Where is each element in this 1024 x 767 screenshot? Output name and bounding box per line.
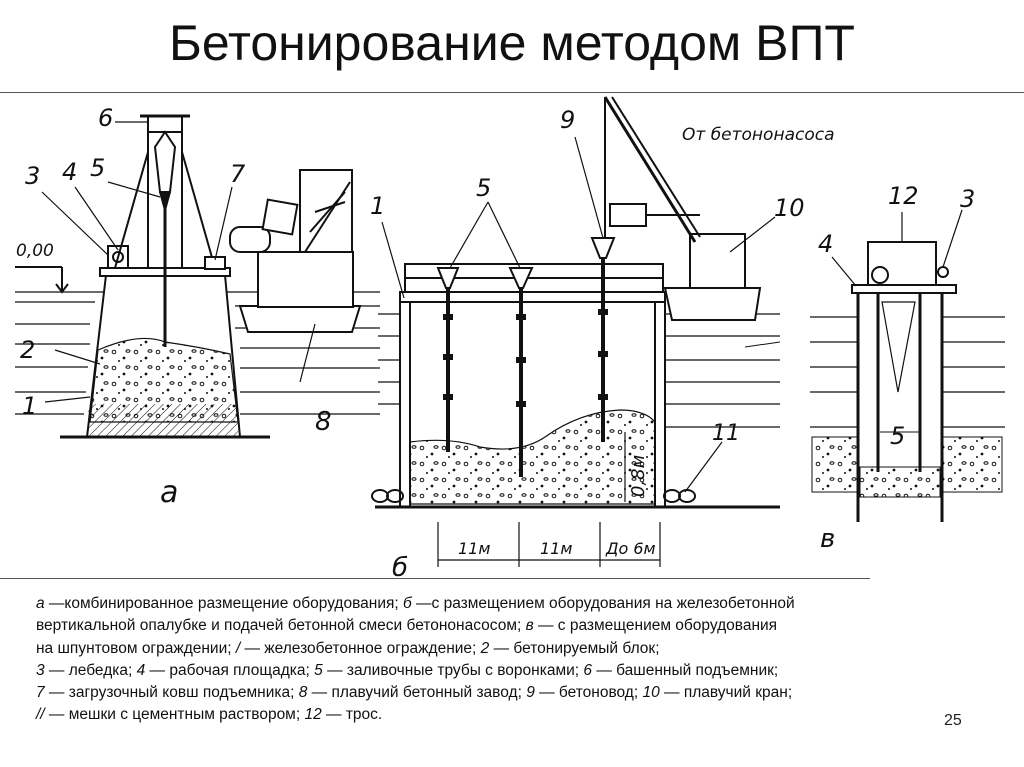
slide-title: Бетонирование методом ВПТ — [169, 15, 855, 71]
concrete-block-b — [409, 409, 656, 505]
letter-v: в — [820, 524, 835, 554]
caption-text: — бетоновод; — [534, 684, 643, 702]
panel-v: 12 3 4 5 в — [810, 182, 1005, 554]
key-2: 2 — [480, 639, 490, 657]
drawing-svg: 0,00 — [15, 96, 1005, 583]
label-1: 1 — [22, 392, 37, 420]
pipes — [436, 237, 616, 477]
figure-divider — [0, 578, 870, 579]
caption-text: — с размещением оборудования — [533, 617, 778, 635]
key-v: в — [525, 617, 534, 635]
panel-b-water — [378, 313, 780, 428]
caption-line-3: на шпунтовом ограждении; / — железобетон… — [36, 638, 1024, 660]
key-9: 9 — [526, 684, 535, 702]
label-6: 6 — [98, 104, 113, 132]
label-v-4: 4 — [818, 230, 833, 258]
concrete-block-a — [89, 337, 239, 423]
caption-text: — трос. — [321, 706, 383, 724]
key-1: / — [235, 639, 241, 657]
caption-text: на шпунтовом ограждении; — [36, 639, 236, 657]
label-b-depth: 0,8м — [628, 455, 649, 497]
label-b-10: 10 — [774, 194, 805, 222]
key-5: 5 — [314, 661, 323, 679]
label-2: 2 — [20, 336, 35, 364]
panel-b-leaders — [381, 136, 776, 493]
caption-text: —с размещением оборудования на железобет… — [411, 595, 795, 612]
caption-line-1: а —комбинированное размещение оборудован… — [36, 593, 1024, 615]
caption-line-4: 3 — лебедка; 4 — рабочая площадка; 5 — з… — [36, 660, 1024, 682]
key-12: 12 — [304, 706, 322, 724]
caption-text: — мешки с цементным раствором; — [44, 706, 305, 724]
pump-note: От бетононасоса — [682, 125, 835, 145]
label-5: 5 — [90, 154, 105, 182]
title-divider — [0, 92, 1024, 93]
panel-a-leaders — [41, 121, 316, 403]
caption-line-5: 7 — загрузочный ковш подъемника; 8 — пла… — [36, 682, 1024, 704]
label-v-12: 12 — [888, 182, 919, 210]
label-7: 7 — [230, 160, 246, 188]
caption-text: — плавучий бетонный завод; — [307, 684, 527, 702]
dimensions — [437, 432, 661, 567]
dim-1: 11м — [458, 539, 490, 558]
caption-text: — лебедка; — [44, 661, 137, 679]
key-7: 7 — [36, 684, 45, 702]
key-b: б — [403, 595, 412, 612]
level-label: 0,00 — [16, 241, 54, 261]
letter-b: б — [392, 553, 408, 580]
caption-text: — башенный подъемник; — [592, 661, 779, 679]
label-v-3: 3 — [960, 185, 975, 213]
dim-3: До 6м — [605, 539, 656, 558]
caption-text: — рабочая площадка; — [145, 661, 315, 679]
key-11: // — [36, 706, 45, 724]
label-8: 8 — [315, 407, 332, 437]
caption-line-6: // — мешки с цементным раствором; 12 — т… — [36, 704, 1024, 726]
caption-text: — загрузочный ковш подъемника; — [44, 684, 299, 702]
key-6: 6 — [583, 661, 593, 679]
label-b-1: 1 — [370, 192, 385, 220]
panel-v-leaders — [831, 209, 963, 287]
caption-text: вертикальной опалубке и подачей бетонной… — [36, 617, 526, 635]
technical-drawing: 0,00 — [0, 92, 1024, 583]
label-v-5: 5 — [890, 422, 905, 450]
letter-a: а — [160, 475, 178, 510]
label-b-9: 9 — [560, 106, 575, 134]
figure-caption: а —комбинированное размещение оборудован… — [36, 593, 1024, 727]
caption-text: — заливочные трубы с воронками; — [322, 661, 584, 679]
caption-line-2: вертикальной опалубке и подачей бетонной… — [36, 615, 1024, 637]
label-4: 4 — [62, 158, 77, 186]
caption-text: — железобетонное ограждение; — [240, 639, 481, 657]
key-3: 3 — [36, 661, 45, 679]
label-b-11: 11 — [712, 421, 740, 446]
key-a: а — [36, 595, 45, 612]
dim-2: 11м — [540, 539, 572, 558]
panel-a: 0,00 — [15, 104, 380, 510]
caption-text: — плавучий кран; — [659, 684, 793, 702]
label-b-5: 5 — [476, 174, 491, 202]
key-10: 10 — [642, 684, 660, 702]
caption-text: —комбинированное размещение оборудования… — [44, 595, 403, 612]
key-4: 4 — [136, 661, 146, 679]
caption-text: — бетонируемый блок; — [489, 639, 660, 657]
panel-v-water — [810, 316, 1005, 428]
page-number: 25 — [944, 712, 962, 729]
label-3: 3 — [25, 162, 40, 190]
panel-b: 1 5 9 10 11 0,8м От бетононасоса 11м 11м… — [370, 96, 835, 583]
key-8: 8 — [298, 684, 308, 702]
